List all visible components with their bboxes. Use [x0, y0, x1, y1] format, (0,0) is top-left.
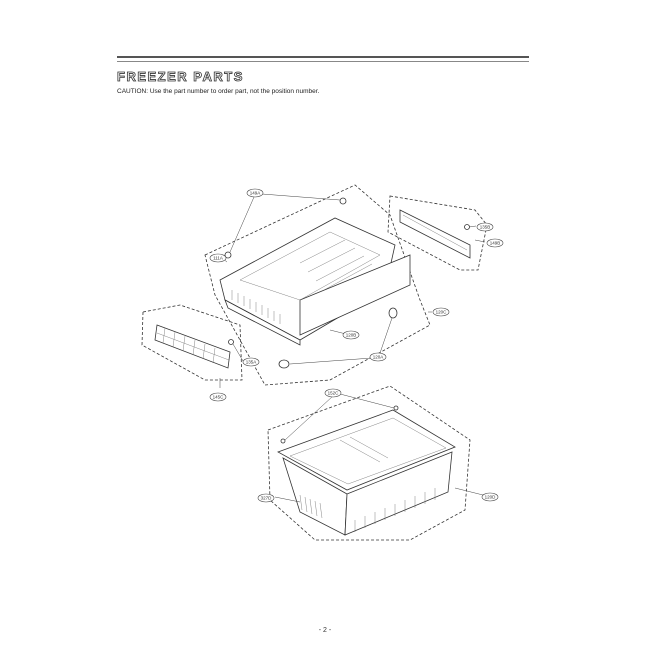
- callout-149B: 149B: [486, 238, 504, 248]
- header-rule: [117, 56, 529, 62]
- svg-text:111A: 111A: [213, 256, 223, 261]
- callout-149A: 149A: [246, 188, 264, 198]
- svg-text:120D: 120D: [485, 495, 497, 500]
- callout-111A: 111A: [209, 253, 227, 263]
- svg-text:135A: 135A: [246, 360, 257, 365]
- page-title: FREEZER PARTS: [117, 69, 244, 85]
- callout-120D: 120D: [481, 492, 499, 502]
- svg-text:149B: 149B: [490, 241, 501, 246]
- callout-152C: 152C: [324, 388, 342, 398]
- svg-text:327D: 327D: [261, 496, 273, 501]
- caution-note: CAUTION: Use the part number to order pa…: [117, 88, 320, 95]
- svg-text:145C: 145C: [213, 395, 225, 400]
- roller-part-2: [278, 359, 290, 369]
- hinge-pin-part: [339, 197, 347, 205]
- basket-group-boundary: [267, 385, 471, 541]
- callout-120C: 120C: [432, 307, 450, 317]
- page-number: - 2 -: [318, 627, 332, 634]
- basket-pin-part-2: [280, 438, 286, 444]
- rail-cap-part: [464, 224, 470, 230]
- svg-text:120A: 120A: [373, 355, 384, 360]
- grille-group-boundary: [141, 304, 243, 381]
- svg-text:135B: 135B: [480, 225, 491, 230]
- freezer-drawer: [219, 217, 411, 346]
- drawer-group-boundary: [204, 184, 431, 386]
- svg-text:149A: 149A: [250, 191, 261, 196]
- grille-part: [154, 324, 231, 369]
- rail-group-boundary: [387, 195, 488, 271]
- basket-pin-part: [393, 405, 399, 411]
- svg-text:152C: 152C: [328, 391, 340, 396]
- callout-120B: 120B: [342, 330, 360, 340]
- grille-pin-part: [228, 339, 234, 345]
- callout-135B: 135B: [476, 222, 494, 232]
- callout-120A: 120A: [369, 352, 387, 362]
- rail-part: [399, 209, 471, 259]
- svg-text:120B: 120B: [346, 333, 357, 338]
- basket-part: [277, 409, 456, 536]
- callout-145C: 145C: [209, 392, 227, 402]
- callout-135A: 135A: [242, 357, 260, 367]
- left-pin-part: [224, 251, 232, 259]
- svg-text:120C: 120C: [436, 310, 448, 315]
- callout-327D: 327D: [257, 493, 275, 503]
- roller-part: [388, 307, 398, 319]
